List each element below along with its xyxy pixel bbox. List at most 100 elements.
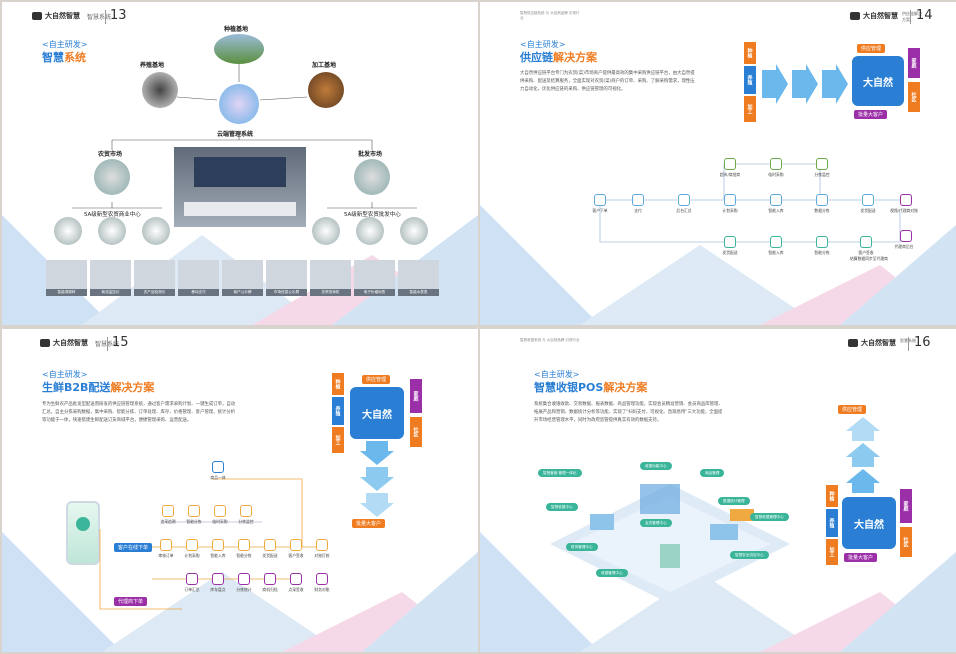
page-title: 生鲜B2B配送解决方案: [42, 381, 155, 394]
flow-node: [214, 505, 226, 517]
down-arrows: [360, 441, 394, 517]
device-photo: [54, 217, 82, 245]
device-strip-item: 移动支付: [178, 260, 219, 296]
flow-note-label: 结算数据同步至代理商: [850, 256, 888, 261]
flow-node: [816, 158, 828, 170]
tab-left-1: 养殖: [826, 509, 838, 537]
flow-node: [862, 194, 874, 206]
hub-right-label: 5A级新型农贸批发中心: [344, 212, 401, 218]
page-number: 13: [110, 8, 127, 23]
flow-node-label: 智能分拣: [236, 553, 252, 558]
device-photo: [400, 217, 428, 245]
flow-node-label: 数据分拣: [814, 208, 830, 213]
hub-center: 大自然: [842, 497, 896, 549]
flow-node: [724, 236, 736, 248]
flow-node-label: 临时采购: [212, 519, 228, 524]
online-order-tag: 客户在线下单: [114, 543, 153, 552]
flow-node: [860, 236, 872, 248]
page-number: 15: [112, 335, 129, 350]
hub-top-tag: 供应管理: [838, 405, 867, 414]
device-strip-caption: 智能溯源秤: [46, 289, 87, 296]
pos-feature-pill: 会员管理中心: [640, 519, 672, 527]
flow-node: [632, 194, 644, 206]
flow-node-label: 支付: [634, 208, 642, 213]
pos-feature-pill: 收银功能中心: [640, 462, 672, 470]
market-left-label: 农贸市场: [98, 151, 123, 158]
device-photo: [312, 217, 340, 245]
brand-logo: 大自然智慧: [850, 11, 898, 21]
market-left-photo: [94, 159, 130, 195]
intro-paragraph: 系统集合收银收款、交易数据、报表数据、商品管理功能，实现会员精准营销、会员商品库…: [534, 402, 723, 423]
flow-node-label: 分拣监控: [814, 172, 830, 177]
pos-feature-pill: 智慧农业供应中心: [730, 551, 769, 559]
tab-left-0: 种植: [332, 373, 344, 395]
b2b-flow-lines: [99, 478, 322, 610]
flow-node: [724, 158, 736, 170]
flow-node: [316, 539, 328, 551]
flow-node-label: 视频/代理商对账: [890, 208, 918, 213]
device-strip-caption: 智能水表表: [398, 289, 439, 296]
subtitle: <自主研发>: [520, 40, 566, 49]
flow-node-label: 追采追溯: [160, 519, 176, 524]
livestock-photo: [142, 72, 178, 108]
flow-node: [770, 236, 782, 248]
flow-node-label: 库存盘点: [210, 587, 226, 592]
tab-right-1: 社区: [900, 527, 912, 557]
device-strip-item: 市场信息公示屏: [266, 260, 307, 296]
flow-arrows: [762, 64, 848, 104]
hub-top-tag: 供应管理: [857, 44, 886, 53]
header-note: 智慧收银系统 与 大自然品牌 引领行业: [520, 338, 580, 342]
market-right-photo: [354, 159, 390, 195]
flow-node-label: 点采签收: [288, 587, 304, 592]
flow-node-label: 智能分拣: [814, 250, 830, 255]
tab-left-2: 加工: [744, 96, 756, 122]
flow-node: [188, 505, 200, 517]
page-title: 智慧系统: [42, 51, 86, 64]
flow-node-label: 智能入库: [768, 208, 784, 213]
pos-feature-pill: 收银管理中心: [596, 569, 628, 577]
logo-icon: [850, 12, 860, 20]
tab-left-2: 加工: [826, 539, 838, 565]
flow-node-label: 分拣监控: [238, 519, 254, 524]
tab-right-0: 家庭: [410, 379, 422, 413]
node-center-label: 云端管理系统: [217, 131, 254, 138]
flow-node-label: 超市/商批商: [719, 172, 741, 177]
flow-node: [316, 573, 328, 585]
flow-node-label: 客户下单: [592, 208, 608, 213]
up-arrows: [846, 417, 880, 493]
device-strip-item: 农贸查询机: [310, 260, 351, 296]
tab-left-2: 加工: [332, 427, 344, 453]
device-strip-caption: 移动支付: [178, 289, 219, 296]
flow-node-label: 发货配送: [722, 250, 738, 255]
pos-feature-pill: 商品管理: [700, 469, 725, 477]
flow-node: [816, 236, 828, 248]
brand-logo: 大自然智慧 智慧系统: [32, 11, 111, 21]
flow-node: [186, 539, 198, 551]
device-strip-caption: 商户公示牌: [222, 289, 263, 296]
page-title: 智慧收银POS解决方案: [534, 381, 648, 394]
cloud-icon: [219, 84, 259, 124]
device-photo: [356, 217, 384, 245]
section-label: 供应链解决方案: [902, 11, 922, 22]
node-right-label: 加工基地: [312, 62, 337, 69]
page-number: 14: [916, 8, 933, 23]
flow-node-label: 发货配送: [860, 208, 876, 213]
device-photo: [98, 217, 126, 245]
logo-icon: [40, 339, 50, 347]
greenhouse-photo: [214, 34, 264, 64]
hub-center: 大自然: [852, 56, 904, 106]
offline-order-tag: 代理商下单: [114, 597, 148, 606]
flow-node-label: 代理商后台: [894, 244, 914, 249]
hub-bottom-tag: 批量大客户: [844, 553, 878, 562]
flow-node-label: 客户签收: [858, 250, 874, 255]
page-number-divider: [107, 337, 108, 351]
node-top-label: 种植基地: [224, 26, 249, 33]
flow-node: [900, 194, 912, 206]
intro-paragraph: 大自然供应链平台专门为农贸(菜)市场商户提供最高效的集中采购供应链平台，由大自然…: [520, 71, 695, 92]
subtitle: <自主研发>: [534, 370, 580, 379]
hub-bottom-tag: 批量大客户: [352, 519, 386, 528]
flow-node-label: 审核订单: [158, 553, 174, 558]
tab-left-1: 养殖: [332, 397, 344, 425]
flow-node-label: 计划采购: [722, 208, 738, 213]
